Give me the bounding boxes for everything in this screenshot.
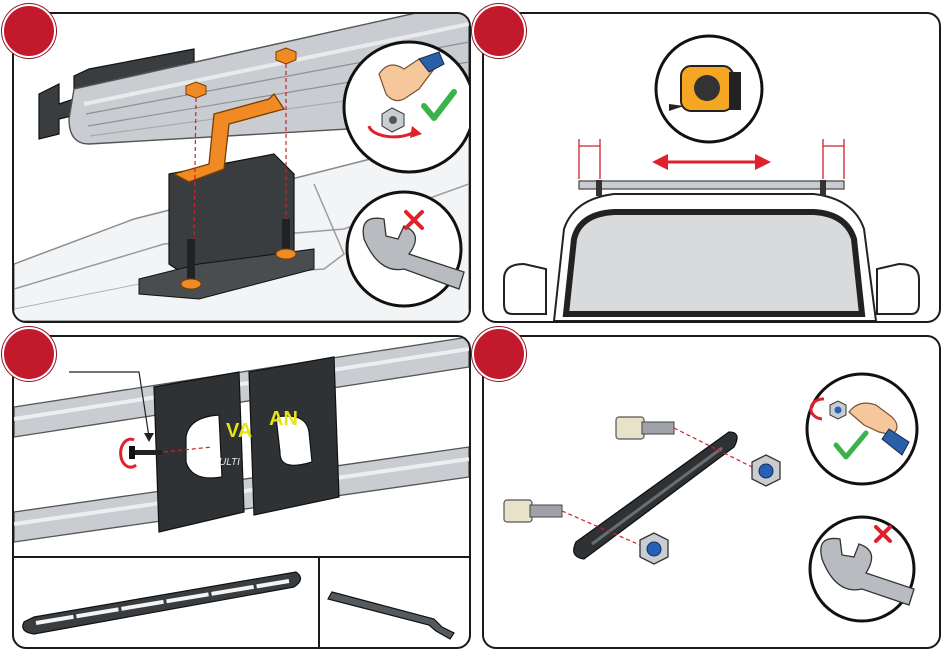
hex-key-icon <box>328 592 454 639</box>
t-bolt-lower <box>504 500 562 522</box>
brand-sub-left: ULTI <box>219 457 240 468</box>
nyloc-nut-upper <box>752 455 780 486</box>
connector-strip-part <box>23 572 301 634</box>
wrench-icon <box>810 517 914 621</box>
rail-spacing-illustration <box>484 14 939 321</box>
rail-joint-right <box>249 357 339 515</box>
tape-measure-icon <box>656 36 762 142</box>
step-2-badge <box>472 4 526 58</box>
step-3-panel: VA AN ULTI <box>12 335 471 649</box>
brand-logo-right: AN <box>269 408 298 430</box>
hand-nut-icon <box>807 374 917 484</box>
brand-logo-left: VA <box>226 420 252 442</box>
step-1-panel <box>12 12 471 323</box>
no-wrench-icon <box>347 192 464 306</box>
step-1-badge <box>2 4 56 58</box>
nyloc-nut-lower <box>640 533 668 564</box>
roof-bar <box>579 181 844 189</box>
hand-tighten-nut-icon <box>344 42 469 172</box>
step-4-panel <box>482 335 941 649</box>
step-3-badge <box>2 327 56 381</box>
step-2-panel <box>482 12 941 323</box>
roof-bracket-illustration <box>14 14 469 321</box>
t-bolt-assembly-illustration <box>484 337 939 647</box>
step-4-badge <box>472 327 526 381</box>
rail-joint-illustration: VA AN ULTI <box>14 337 469 647</box>
t-bolt-upper <box>616 417 674 439</box>
double-arrow-icon <box>652 154 771 170</box>
